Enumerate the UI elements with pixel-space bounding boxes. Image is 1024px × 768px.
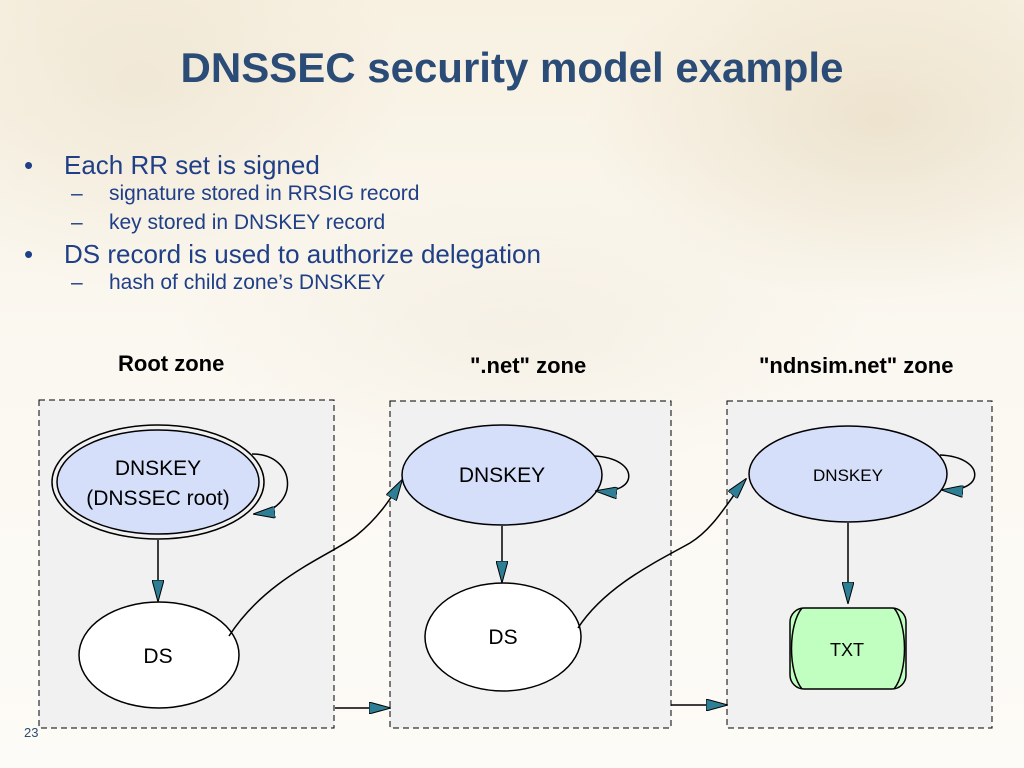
node-net-ds: DS xyxy=(424,582,582,692)
sub-bullet-marker: – xyxy=(71,211,83,234)
sub-bullet-marker: – xyxy=(71,271,83,294)
zone-label-root: Root zone xyxy=(118,351,225,376)
zone-label-net: ".net" zone xyxy=(470,353,587,378)
delegation-arrow-net-to-ndnsim xyxy=(577,479,746,629)
bullet-text: Each RR set is signed xyxy=(64,150,320,180)
page-number: 23 xyxy=(24,725,39,740)
bullet-marker: • xyxy=(24,239,34,269)
ndnsim-dnskey-label: DNSKEY xyxy=(813,466,883,485)
root-dnskey-sublabel: (DNSSEC root) xyxy=(86,487,230,510)
node-ndnsim-txt: TXT xyxy=(789,607,907,690)
sub-bullet-marker: – xyxy=(71,182,83,205)
self-sign-arrow-ndnsim xyxy=(939,454,976,490)
slide-title: DNSSEC security model example xyxy=(180,44,844,91)
sub-bullet-text: signature stored in RRSIG record xyxy=(109,182,420,205)
ndnsim-txt-label: TXT xyxy=(830,640,864,660)
zone-label-ndnsim: "ndnsim.net" zone xyxy=(759,353,954,378)
self-sign-arrow-root xyxy=(251,453,289,514)
root-dnskey-label: DNSKEY xyxy=(115,457,201,480)
sub-bullet-text: key stored in DNSKEY record xyxy=(109,211,386,234)
node-root-ds: DS xyxy=(78,601,240,709)
delegation-arrow-root-to-net xyxy=(228,480,402,637)
self-sign-arrow-net xyxy=(593,455,630,491)
node-root-dnskey: DNSKEY (DNSSEC root) xyxy=(51,424,265,540)
bullet-text: DS record is used to authorize delegatio… xyxy=(64,239,541,269)
net-dnskey-label: DNSKEY xyxy=(459,464,545,487)
sub-bullet-text: hash of child zone’s DNSKEY xyxy=(109,271,386,294)
root-ds-label: DS xyxy=(143,645,172,668)
net-ds-label: DS xyxy=(488,626,517,649)
node-net-dnskey: DNSKEY xyxy=(401,424,603,526)
bullet-marker: • xyxy=(24,150,34,180)
node-ndnsim-dnskey: DNSKEY xyxy=(748,425,948,523)
